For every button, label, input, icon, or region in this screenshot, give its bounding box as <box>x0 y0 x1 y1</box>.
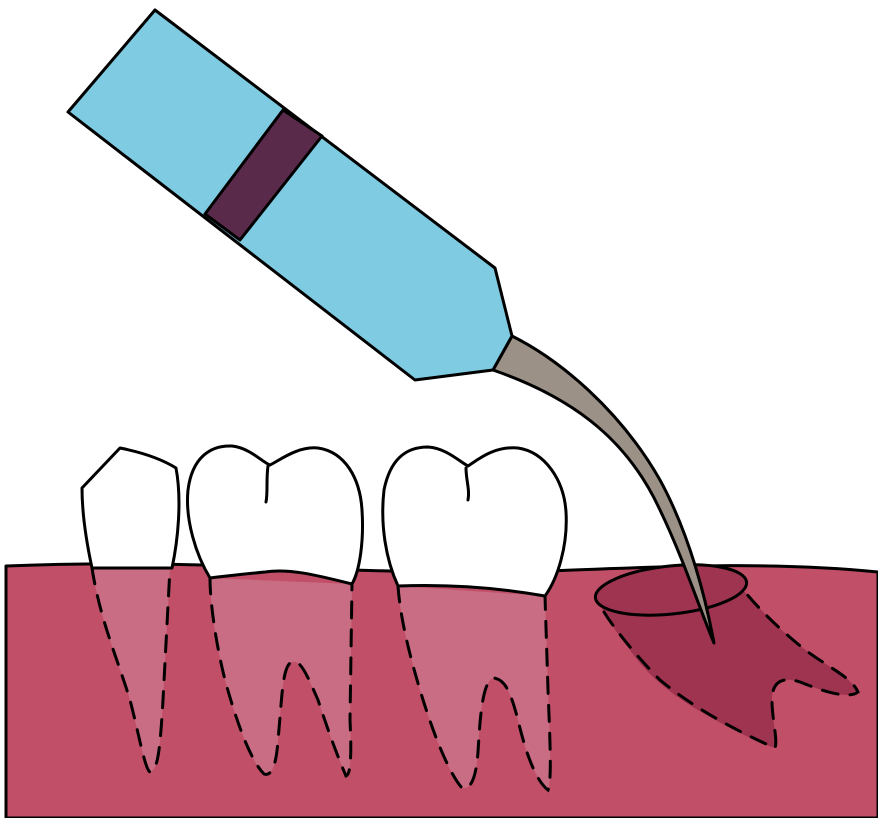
instrument-handle <box>68 10 512 380</box>
scaler-tool-icon <box>68 10 512 380</box>
tooth-right <box>383 447 566 596</box>
tooth-middle <box>188 446 363 584</box>
tooth-middle-groove <box>266 466 268 502</box>
tooth-left <box>82 448 179 568</box>
